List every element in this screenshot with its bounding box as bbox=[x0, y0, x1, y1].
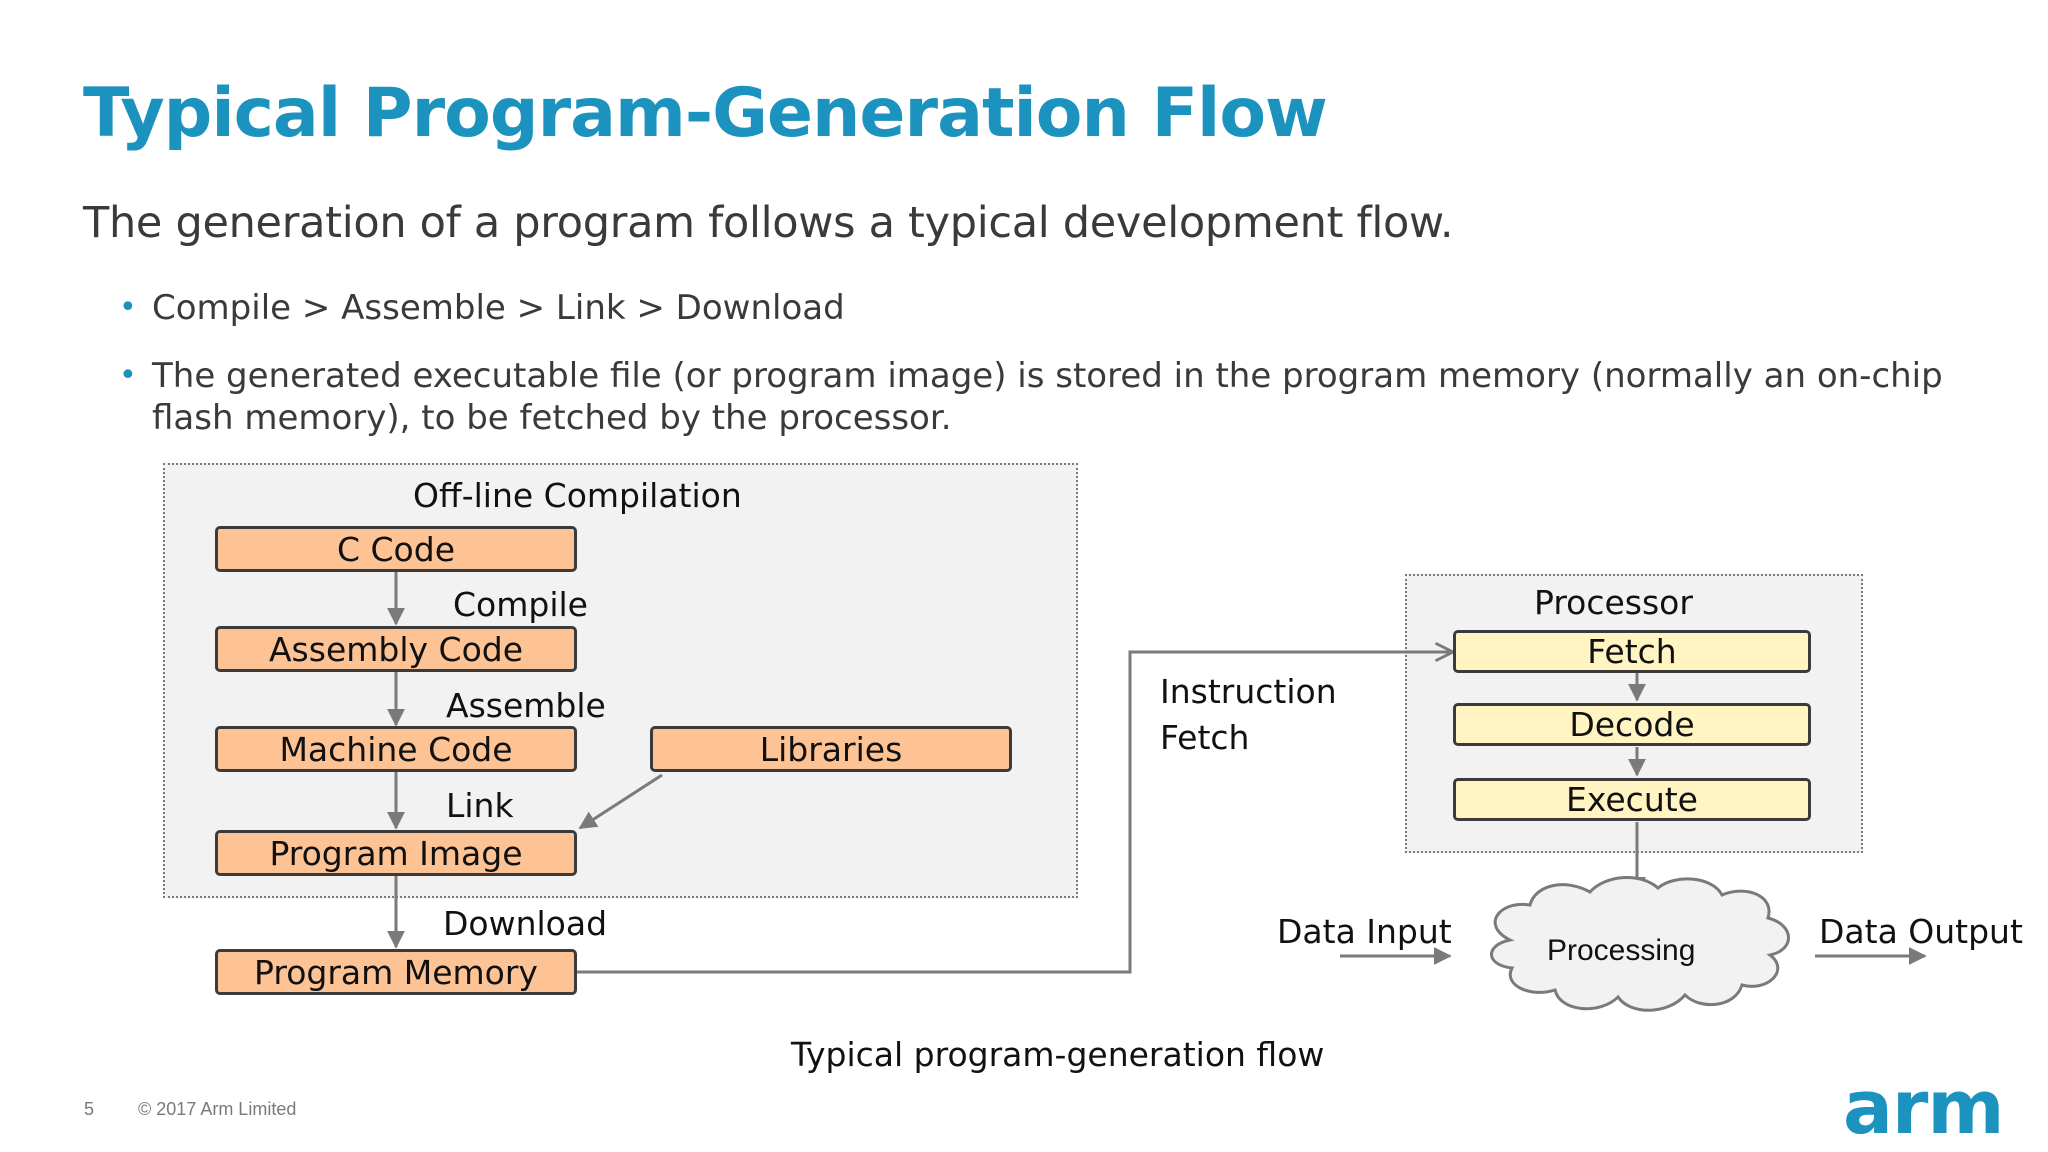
page-subtitle: The generation of a program follows a ty… bbox=[83, 198, 1454, 248]
libraries-link-arrow bbox=[578, 773, 663, 830]
libraries-box: Libraries bbox=[650, 726, 1012, 772]
data-output-label: Data Output bbox=[1819, 912, 2023, 951]
download-label: Download bbox=[443, 904, 608, 943]
diagram-caption: Typical program-generation flow bbox=[791, 1035, 1325, 1074]
processing-cloud-icon bbox=[1490, 876, 1790, 1012]
program-image-box: Program Image bbox=[215, 830, 577, 876]
instruction-fetch-label-line1: Instruction bbox=[1160, 672, 1337, 711]
processor-label: Processor bbox=[1534, 583, 1693, 622]
bullet-text: Compile > Assemble > Link > Download bbox=[152, 288, 845, 328]
processing-label: Processing bbox=[1547, 934, 1696, 967]
bullet-text: The generated executable file (or progra… bbox=[152, 356, 1943, 438]
bullet-icon: • bbox=[119, 358, 137, 393]
decode-box: Decode bbox=[1453, 703, 1811, 746]
arm-logo: arm bbox=[1843, 1065, 2005, 1151]
page-number: 5 bbox=[84, 1099, 95, 1119]
offline-compilation-group bbox=[163, 463, 1078, 898]
offline-compilation-label: Off-line Compilation bbox=[413, 476, 742, 515]
data-input-label: Data Input bbox=[1277, 912, 1452, 951]
program-memory-box: Program Memory bbox=[215, 949, 577, 995]
machine-code-box: Machine Code bbox=[215, 726, 577, 772]
c-code-box: C Code bbox=[215, 526, 577, 572]
instruction-fetch-label-line2: Fetch bbox=[1160, 718, 1250, 757]
bullet-icon: • bbox=[119, 290, 137, 325]
compile-label: Compile bbox=[453, 585, 588, 624]
assembly-code-box: Assembly Code bbox=[215, 626, 577, 672]
assemble-label: Assemble bbox=[446, 686, 606, 725]
fetch-box: Fetch bbox=[1453, 630, 1811, 673]
copyright-text: © 2017 Arm Limited bbox=[138, 1099, 297, 1119]
execute-box: Execute bbox=[1453, 778, 1811, 821]
page-title: Typical Program-Generation Flow bbox=[83, 74, 1328, 153]
instruction-fetch-connector bbox=[577, 652, 1453, 974]
link-label: Link bbox=[446, 786, 514, 825]
